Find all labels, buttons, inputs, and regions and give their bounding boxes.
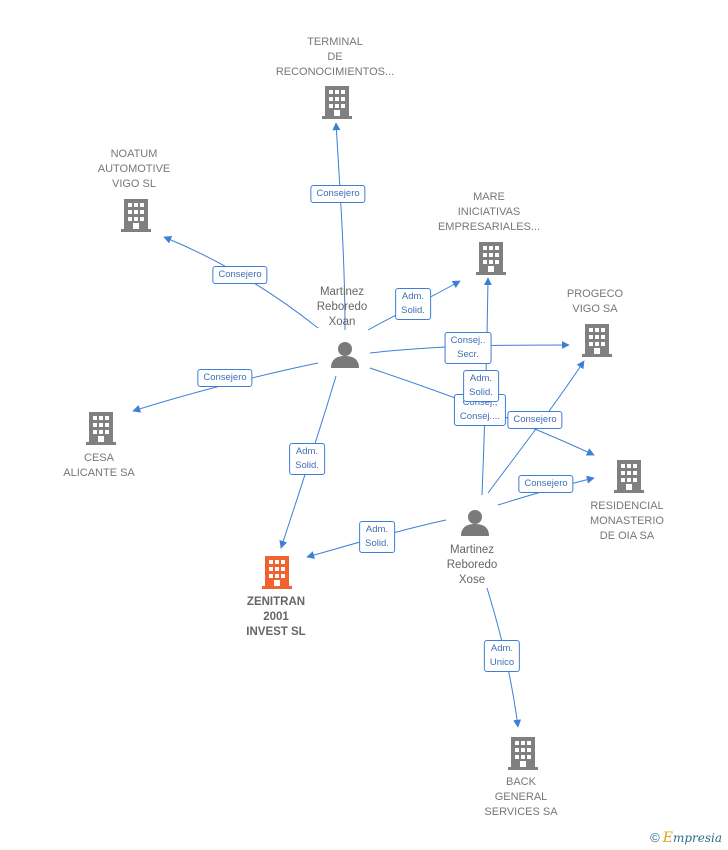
edge-label-xoan-mare[interactable]: Adm. Solid.	[395, 288, 431, 320]
brand-initial: E	[662, 830, 673, 846]
brand-name: mpresia	[672, 831, 722, 845]
building-icon[interactable]	[508, 737, 538, 770]
node-label-terminal[interactable]: TERMINAL DE RECONOCIMIENTOS...	[275, 36, 395, 78]
building-icon[interactable]	[582, 324, 612, 357]
node-label-noatum[interactable]: NOATUM AUTOMOTIVE VIGO SL	[97, 148, 171, 190]
edge-label-xose-progeco[interactable]: Consejero	[507, 411, 563, 429]
person-label-xoan[interactable]: Martinez Reboredo Xoan	[316, 286, 368, 328]
edge-label-xose-back[interactable]: Adm. Unico	[483, 640, 521, 672]
edge-label-xose-residencial[interactable]: Consejero	[518, 475, 574, 493]
edge-label-xoan-cesa[interactable]: Consejero	[197, 369, 253, 387]
building-icon[interactable]	[614, 460, 644, 493]
building-icon[interactable]	[476, 242, 506, 275]
person-icon[interactable]	[461, 510, 489, 536]
building-icon-highlight[interactable]	[262, 556, 292, 589]
node-label-mare[interactable]: MARE INICIATIVAS EMPRESARIALES...	[437, 191, 541, 233]
building-icon[interactable]	[121, 199, 151, 232]
person-label-xose[interactable]: Martinez Reboredo Xose	[446, 544, 498, 586]
node-label-residencial[interactable]: RESIDENCIAL MONASTERIO DE OIA SA	[590, 500, 664, 542]
node-label-progeco[interactable]: PROGECO VIGO SA	[566, 288, 624, 315]
edge-label-xose-zenitran[interactable]: Adm. Solid.	[359, 521, 395, 553]
node-label-back[interactable]: BACK GENERAL SERVICES SA	[484, 776, 558, 818]
edge-label-xoan-terminal[interactable]: Consejero	[310, 185, 366, 203]
edge-line-xoan-terminal	[332, 122, 346, 331]
edge-label-xoan-noatum[interactable]: Consejero	[212, 266, 268, 284]
building-icon[interactable]	[86, 412, 116, 445]
edge-label-xoan-zenitran[interactable]: Adm. Solid.	[289, 443, 325, 475]
edge-label-xoan-progeco[interactable]: Consej.. Secr.	[444, 332, 492, 364]
building-icon[interactable]	[322, 86, 352, 119]
edge-label-xose-mare[interactable]: Adm. Solid.	[463, 370, 499, 402]
node-label-cesa[interactable]: CESA ALICANTE SA	[63, 452, 135, 479]
node-label-zenitran[interactable]: ZENITRAN 2001 INVEST SL	[246, 596, 306, 638]
brand-logo: ©Empresia	[650, 830, 722, 846]
person-icon[interactable]	[331, 342, 359, 368]
copyright-symbol: ©	[650, 830, 660, 845]
